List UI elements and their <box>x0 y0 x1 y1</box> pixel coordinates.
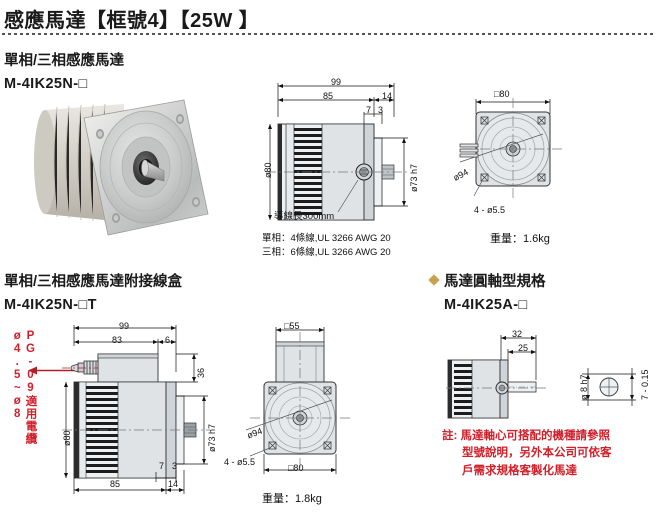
dim2-box-length-83: 83 <box>112 335 123 345</box>
dim2-box-height-36: 36 <box>196 367 206 378</box>
section3-model-number: M-4IK25A-□ <box>444 297 528 313</box>
section3-shaft-drawing <box>446 328 656 423</box>
section2-heading: 單相/三相感應馬達附接線盒 <box>4 274 183 290</box>
page-title: 感應馬達【框號4】【25W 】 <box>4 10 260 32</box>
dim3-shaft-diameter-8h7: ø 8 h7 <box>579 374 589 400</box>
dim-flange-length-14: 14 <box>382 91 393 101</box>
dim2-outer-dia-80: ø80 <box>62 430 72 446</box>
diamond-bullet-icon <box>428 274 440 286</box>
dim-mounting-holes-4x5.5: 4 - ø5.5 <box>474 205 506 215</box>
shaft-compatibility-note: 註: 馬達軸心可搭配的機種請參照 型號說明，另外本公司可依客 戶需求規格客製化馬… <box>442 428 612 480</box>
motor-photo <box>12 92 222 247</box>
dim-overall-length-99: 99 <box>331 77 342 87</box>
shaft-note-line-1: 註: 馬達軸心可搭配的機種請參照 <box>442 430 611 442</box>
section2-weight: 重量：1.8kg <box>262 493 322 505</box>
shaft-note-line-3: 戶需求規格客製化馬達 <box>462 464 577 477</box>
dim-sub-b-3: 3 <box>378 105 384 115</box>
section1-front-view-drawing <box>448 84 598 234</box>
section2-front-view-drawing <box>244 318 404 488</box>
dim2-pilot-dia-73h7: ø73 h7 <box>207 423 217 452</box>
wire-spec-single-phase: 單相：4條線,UL 3266 AWG 20 <box>262 233 391 244</box>
dim2-sub-b-3: 3 <box>172 461 178 471</box>
section2-side-view-drawing <box>58 320 238 500</box>
dim-body-length-85: 85 <box>323 91 334 101</box>
dim2-mounting-holes-4x5.5: 4 - ø5.5 <box>224 457 256 467</box>
dim2-box-square-55: □55 <box>284 321 300 331</box>
dim2-square-80: □80 <box>288 463 304 473</box>
dim2-box-offset-6: 6 <box>165 335 171 345</box>
dim-outer-dia-80: ø80 <box>263 162 273 178</box>
dim-square-80-front: □80 <box>494 89 510 99</box>
lead-wire-length-note: 導線長300mm <box>274 211 335 222</box>
section1-side-view-drawing <box>258 72 418 252</box>
dim2-overall-99: 99 <box>119 321 130 331</box>
dim3-tolerance: 7 - 0.15 <box>640 369 650 400</box>
dim-pilot-dia-73h7: ø73 h7 <box>409 163 419 192</box>
section2-model-number: M-4IK25N-□T <box>4 297 97 313</box>
dim2-flange-length-14: 14 <box>168 479 179 489</box>
wire-spec-three-phase: 三相：6條線,UL 3266 AWG 20 <box>262 247 391 258</box>
dim3-shaft-length-25: 25 <box>518 343 529 353</box>
dim-sub-a-7: 7 <box>366 105 372 115</box>
section1-model-number: M-4IK25N-□ <box>4 76 88 92</box>
section1-heading: 單相/三相感應馬達 <box>4 53 125 69</box>
section3-heading: 馬達圓軸型規格 <box>444 274 546 290</box>
title-divider <box>2 33 654 35</box>
dim2-sub-a-7: 7 <box>159 461 165 471</box>
pg09-cable-note: PG-09適用電纜 ø4.5~ø8 <box>11 330 37 445</box>
dim3-shaft-total-32: 32 <box>512 329 523 339</box>
dim2-body-length-85: 85 <box>110 479 121 489</box>
shaft-note-line-2: 型號說明，另外本公司可依客 <box>462 447 612 460</box>
section1-weight: 重量：1.6kg <box>490 233 550 245</box>
